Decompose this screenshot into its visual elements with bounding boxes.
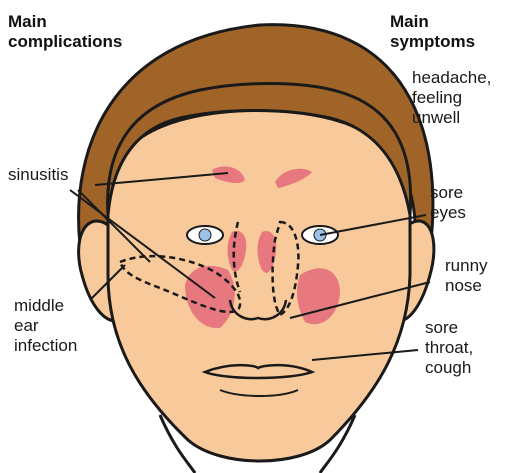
label-middle-ear-infection: middle ear infection [14, 296, 77, 356]
left-iris [199, 229, 211, 241]
complications-header: Main complications [8, 12, 122, 52]
label-sore-throat: sore throat, cough [425, 318, 473, 378]
label-sinusitis: sinusitis [8, 165, 68, 185]
face [108, 110, 410, 461]
symptoms-header: Main symptoms [390, 12, 475, 52]
label-headache: headache, feeling unwell [412, 68, 491, 128]
label-runny-nose: runny nose [445, 256, 488, 296]
label-sore-eyes: sore eyes [430, 183, 466, 223]
